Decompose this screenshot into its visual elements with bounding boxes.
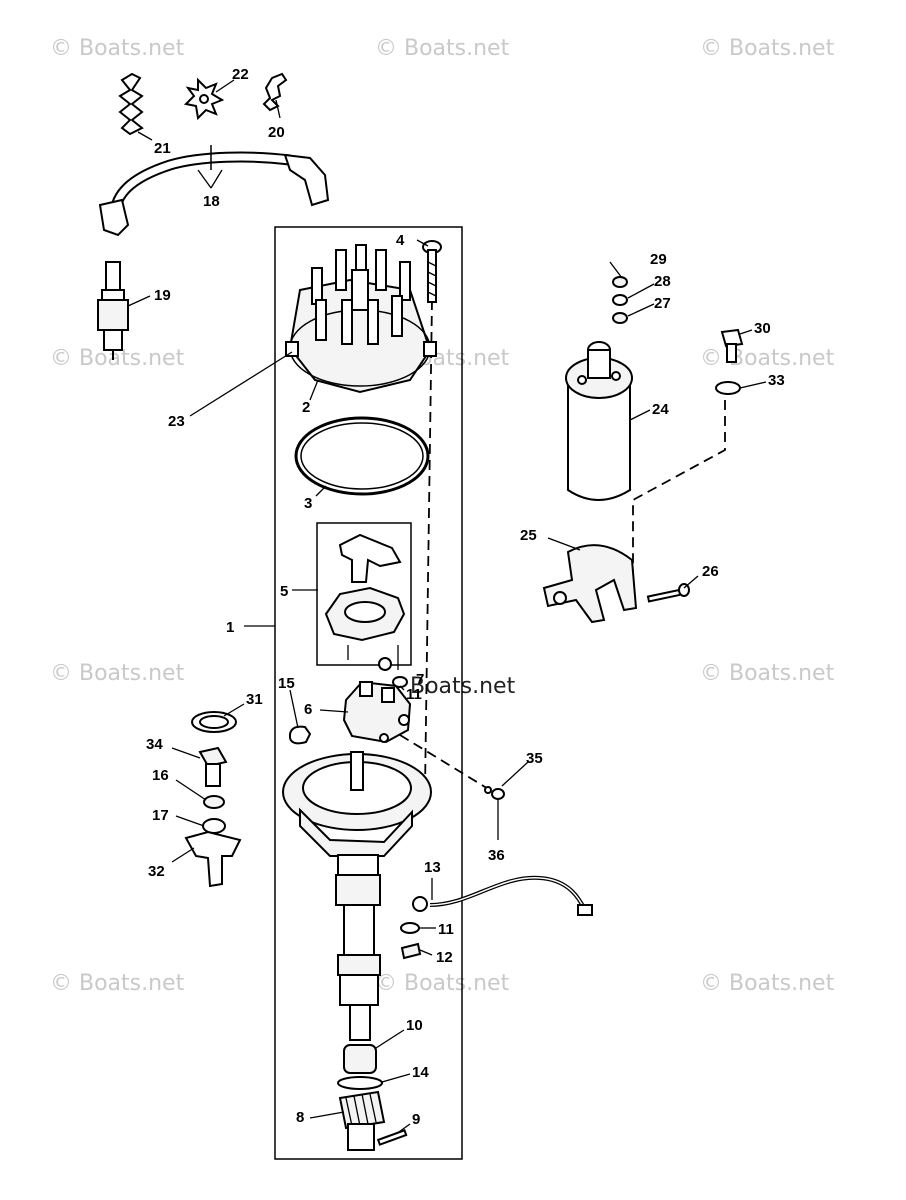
watermark: © Boats.net: [50, 971, 185, 996]
washer-28: [612, 294, 628, 306]
roll-pin-9: [376, 1129, 408, 1146]
watermark: © Boats.net: [375, 971, 510, 996]
alignment-lines: [399, 299, 726, 791]
retainer-15: [289, 725, 312, 745]
callout-33: 33: [768, 372, 785, 389]
callout-19: 19: [154, 287, 171, 304]
callout-9: 9: [412, 1111, 420, 1128]
callout-7: 7: [416, 671, 424, 688]
callout-29: 29: [650, 251, 667, 268]
ignition-module-6: [342, 680, 412, 744]
callout-3: 3: [304, 495, 312, 512]
callout-4: 4: [396, 232, 405, 249]
callout-11-lower: 11: [438, 921, 454, 938]
callout-14: 14: [412, 1064, 429, 1081]
nut-29: [612, 276, 628, 288]
lockwasher-27: [612, 312, 628, 324]
washer-33: [715, 381, 741, 395]
cap-seal-3: [294, 416, 430, 496]
callout-8: 8: [296, 1109, 304, 1126]
callout-16: 16: [152, 767, 169, 784]
callout-13: 13: [424, 859, 441, 876]
bolt-34: [198, 746, 228, 787]
callout-10: 10: [406, 1017, 423, 1034]
spark-plug-wire-18: [98, 145, 330, 237]
washer-17: [202, 818, 226, 834]
callout-25: 25: [520, 527, 537, 544]
callout-24: 24: [652, 401, 669, 418]
distributor-housing-7: [282, 751, 432, 1041]
callout-32: 32: [148, 863, 165, 880]
rotor-kit-5: [316, 522, 412, 671]
wire-clip-21: [118, 72, 144, 136]
leader-lines: [127, 79, 767, 1135]
watermark-center: Boats.net: [410, 674, 516, 699]
callout-18: 18: [203, 193, 220, 210]
callout-35: 35: [526, 750, 543, 767]
thrust-washer-14: [337, 1076, 383, 1090]
callout-20: 20: [268, 124, 285, 141]
callout-15: 15: [278, 675, 295, 692]
callout-26: 26: [702, 563, 719, 580]
callout-31: 31: [246, 691, 263, 708]
spark-plug-19: [97, 261, 129, 360]
watermark: © Boats.net: [375, 36, 510, 61]
ignition-coil-24: [565, 341, 633, 501]
watermark: © Boats.net: [700, 971, 835, 996]
nut-12: [400, 942, 422, 960]
callout-11-upper: 11: [406, 686, 422, 703]
callout-36: 36: [488, 847, 505, 864]
screw-26: [646, 583, 690, 603]
wire-separator-22: [183, 77, 225, 121]
ground-wire-13: [412, 875, 593, 916]
watermark: © Boats.net: [700, 346, 835, 371]
lock-washer-16: [203, 795, 225, 809]
coil-bracket-25: [542, 544, 638, 624]
callout-17: 17: [152, 807, 169, 824]
callout-6: 6: [304, 701, 312, 718]
callout-2: 2: [302, 399, 310, 416]
bolt-30: [720, 328, 744, 363]
watermark: © Boats.net: [50, 36, 185, 61]
callout-30: 30: [754, 320, 771, 337]
watermark: © Boats.net: [700, 661, 835, 686]
wire-clip-20: [262, 72, 288, 112]
distributor-assembly-frame: [274, 226, 463, 1160]
gasket-31: [191, 711, 237, 733]
drive-gear-8: [338, 1090, 386, 1151]
callout-23: 23: [168, 413, 185, 430]
distributor-cap-2: [285, 244, 437, 394]
hold-down-screw-4: [422, 240, 442, 303]
washer-11-lower: [400, 922, 420, 934]
callout-5: 5: [280, 583, 288, 600]
watermark: © Boats.net: [50, 661, 185, 686]
hold-down-clamp-32: [184, 830, 242, 888]
callout-22: 22: [232, 66, 249, 83]
screw-35: [484, 786, 492, 794]
callout-1: 1: [226, 619, 234, 636]
washer-11: [392, 676, 408, 688]
watermarks: © Boats.net © Boats.net © Boats.net © Bo…: [50, 36, 835, 996]
callout-12: 12: [436, 949, 453, 966]
callout-27: 27: [654, 295, 671, 312]
nut-36: [491, 788, 505, 800]
watermark: © Boats.net: [700, 36, 835, 61]
callout-34: 34: [146, 736, 163, 753]
callout-labels: 22 20 21 18 19 4 2 23 3 5 1 7 11 15 6 31…: [146, 66, 785, 1128]
callout-21: 21: [154, 140, 171, 157]
callout-28: 28: [654, 273, 671, 290]
drive-bushing-10: [343, 1044, 377, 1074]
